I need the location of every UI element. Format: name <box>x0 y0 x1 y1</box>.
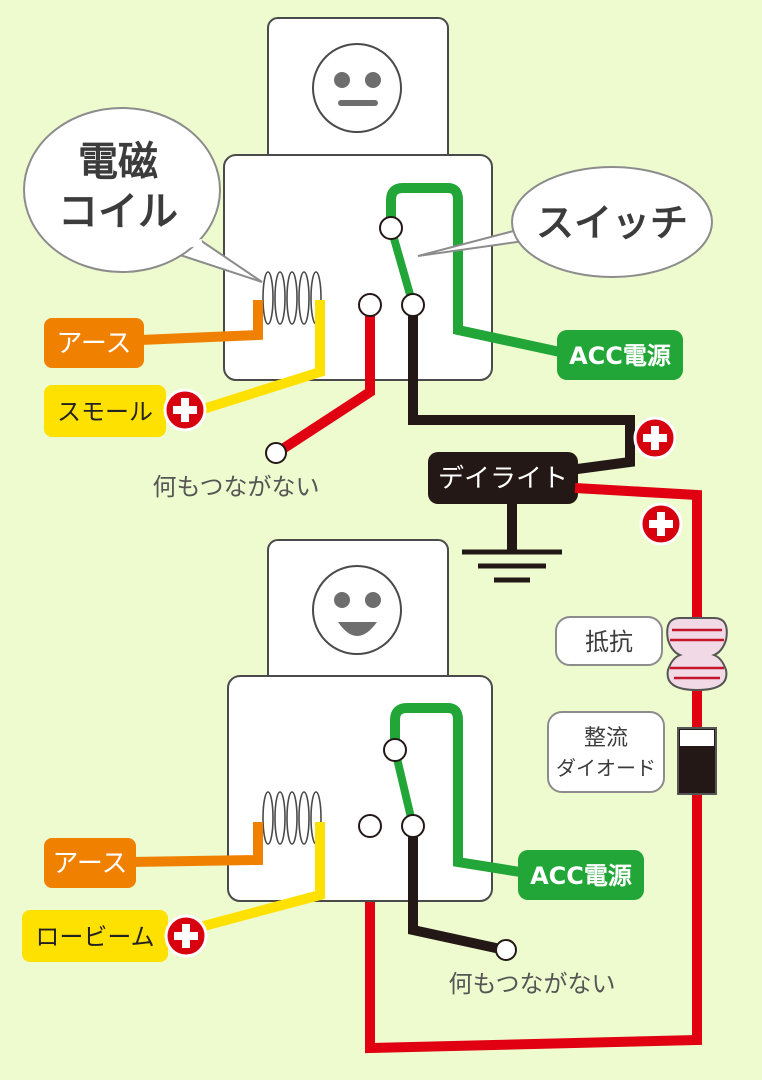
bottom-relay-body <box>227 675 493 902</box>
top-terminal-nc <box>358 293 382 317</box>
top-earth-wire <box>139 300 263 345</box>
diode-label-box: 整流 ダイオード <box>547 711 665 793</box>
top-small-label-text: スモール <box>57 398 153 426</box>
bottom-lowbeam-label: ロービーム <box>22 910 168 962</box>
top-acc-label-text: ACC電源 <box>569 342 671 370</box>
resistor-label-box: 抵抗 <box>555 616 663 666</box>
coil-callout-line2: コイル <box>58 189 178 235</box>
top-earth-label-text: アース <box>56 329 131 359</box>
plus-icon <box>164 914 208 958</box>
switch-callout-text: スイッチ <box>536 201 688 245</box>
top-relay <box>223 17 493 381</box>
diode-icon <box>677 727 717 795</box>
plus-icon <box>163 388 207 432</box>
bottom-unused-wire <box>408 826 507 955</box>
top-unused-wire <box>275 305 375 457</box>
neutral-face-icon <box>312 43 402 133</box>
bottom-acc-label: ACC電源 <box>518 850 644 900</box>
bottom-relay <box>227 539 493 902</box>
bottom-terminal-no <box>401 814 425 838</box>
bottom-coil-icon <box>262 791 322 845</box>
diode-label-line1: 整流 <box>584 726 628 751</box>
top-terminal-switch <box>379 216 403 240</box>
bottom-earth-label-text: アース <box>52 849 127 879</box>
switch-callout: スイッチ <box>417 166 713 278</box>
daylight-positive-wire <box>365 483 702 1054</box>
coil-callout-line1: 電磁 <box>78 139 158 185</box>
top-earth-label: アース <box>44 318 144 368</box>
resistor-icon <box>666 617 728 692</box>
top-acc-label: ACC電源 <box>557 330 683 380</box>
bottom-earth-label: アース <box>44 838 136 888</box>
bottom-terminal-switch <box>383 738 407 762</box>
ground-icon <box>462 549 562 583</box>
smiling-face-icon <box>312 565 402 655</box>
diode-label-line2: ダイオード <box>556 756 656 780</box>
resistor-label: 抵抗 <box>585 628 633 656</box>
top-unconnected-label: 何もつながない <box>152 473 319 501</box>
top-switch-arm <box>387 226 417 307</box>
top-terminal-no <box>401 293 425 317</box>
bottom-switch-arm <box>391 749 417 827</box>
bottom-lowbeam-label-text: ロービーム <box>35 923 154 951</box>
bottom-earth-wire <box>129 822 263 867</box>
bottom-lowbeam-wire <box>168 822 325 940</box>
top-daylight-wire <box>408 305 635 475</box>
plus-icon <box>639 502 683 546</box>
top-small-label: スモール <box>44 385 166 437</box>
daylight-box: デイライト <box>428 452 578 504</box>
plus-icon <box>633 416 677 460</box>
top-small-wire <box>198 300 325 415</box>
bottom-acc-wire <box>390 703 521 877</box>
bottom-acc-label-text: ACC電源 <box>530 862 632 890</box>
coil-callout: 電磁 コイル <box>23 107 263 283</box>
daylight-label: デイライト <box>438 464 568 494</box>
bottom-terminal-nc <box>358 814 382 838</box>
top-unused-terminal <box>265 442 287 464</box>
top-acc-wire <box>386 183 562 357</box>
bottom-unconnected-label: 何もつながない <box>448 970 615 998</box>
bottom-unused-terminal <box>495 939 517 961</box>
